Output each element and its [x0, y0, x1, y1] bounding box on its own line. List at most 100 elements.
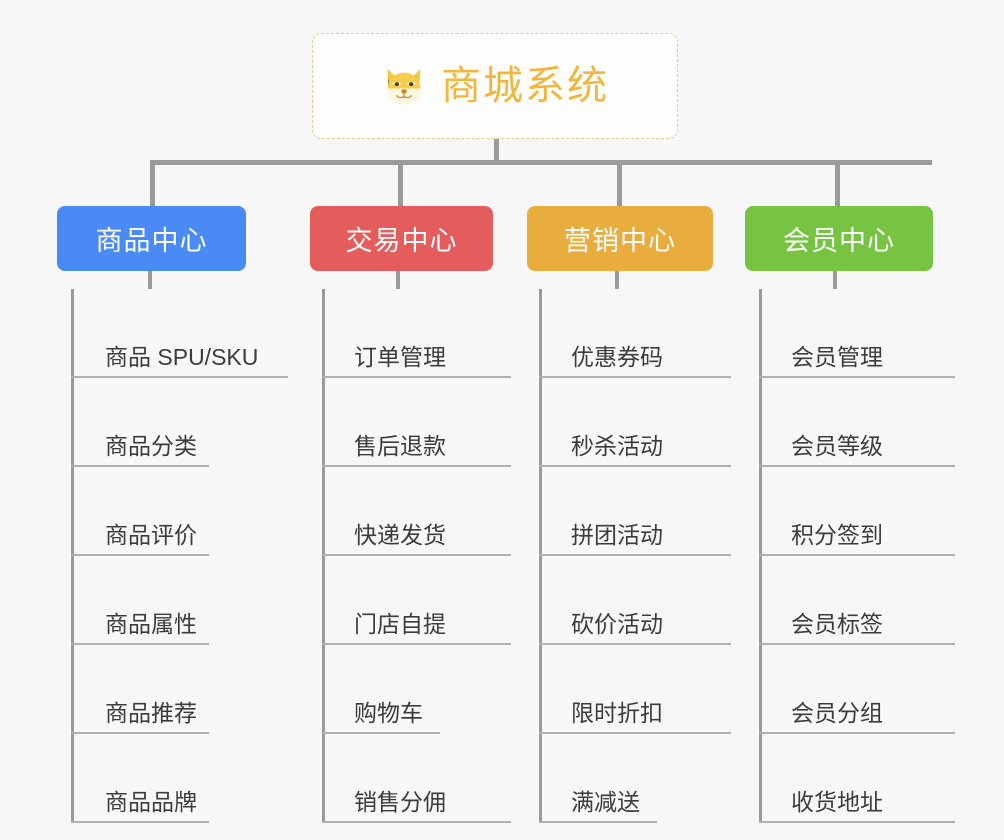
category-stem-transaction: [396, 271, 400, 289]
sub-item-rule: [759, 732, 955, 734]
category-stem-marketing: [615, 271, 619, 289]
list-item[interactable]: 秒杀活动: [527, 378, 731, 467]
list-item[interactable]: 商品 SPU/SKU: [57, 289, 288, 378]
sub-item-label: 商品分类: [105, 433, 197, 459]
list-item[interactable]: 会员分组: [745, 645, 955, 734]
connector-drop-3: [617, 160, 622, 206]
category-title: 商品中心: [95, 226, 208, 256]
sub-item-label: 积分签到: [791, 522, 883, 548]
list-item[interactable]: 满减送: [527, 734, 713, 823]
sub-item-label: 优惠券码: [571, 344, 663, 370]
sub-item-rule: [539, 465, 731, 467]
sub-item-list-marketing: 优惠券码 秒杀活动 拼团活动 砍价活动 限时折扣 满减送: [527, 289, 731, 823]
list-item[interactable]: 砍价活动: [527, 556, 731, 645]
sub-item-rule: [759, 554, 955, 556]
sub-item-rule: [71, 732, 209, 734]
sub-item-rule: [322, 554, 511, 556]
list-item[interactable]: 收货地址: [745, 734, 955, 823]
sub-item-rule: [322, 465, 511, 467]
sub-item-rule: [759, 821, 955, 823]
connector-drop-1: [150, 160, 155, 206]
sub-item-label: 会员标签: [791, 611, 883, 637]
category-column-marketing: 营销中心 优惠券码 秒杀活动 拼团活动 砍价活动 限时折扣: [527, 206, 731, 823]
root-connector-bus: [150, 160, 932, 165]
category-title: 营销中心: [564, 226, 676, 256]
sub-item-rule: [759, 465, 955, 467]
category-title: 会员中心: [783, 226, 895, 256]
list-item[interactable]: 商品品牌: [57, 734, 246, 823]
shiba-dog-face-icon: [381, 64, 427, 110]
sub-item-label: 快递发货: [354, 522, 446, 548]
sub-list-spine: [539, 289, 542, 823]
sub-item-rule: [539, 643, 731, 645]
category-header-member[interactable]: 会员中心: [745, 206, 933, 271]
sub-item-rule: [322, 643, 511, 645]
sub-item-rule: [322, 376, 511, 378]
category-header-product[interactable]: 商品中心: [57, 206, 246, 271]
list-item[interactable]: 售后退款: [310, 378, 511, 467]
sub-item-label: 收货地址: [791, 789, 883, 815]
sub-item-label: 门店自提: [354, 611, 446, 637]
list-item[interactable]: 购物车: [310, 645, 493, 734]
connector-drop-4: [835, 160, 840, 206]
sub-list-spine: [322, 289, 325, 823]
sub-item-list-product: 商品 SPU/SKU 商品分类 商品评价 商品属性 商品推荐 商品品牌: [57, 289, 288, 823]
sub-item-rule: [71, 465, 209, 467]
list-item[interactable]: 快递发货: [310, 467, 511, 556]
list-item[interactable]: 限时折扣: [527, 645, 731, 734]
category-column-member: 会员中心 会员管理 会员等级 积分签到 会员标签 会员分组: [745, 206, 955, 823]
sub-item-list-transaction: 订单管理 售后退款 快递发货 门店自提 购物车 销售分佣: [310, 289, 511, 823]
sub-item-label: 会员分组: [791, 700, 883, 726]
connector-drop-2: [398, 160, 403, 206]
category-column-product: 商品中心 商品 SPU/SKU 商品分类 商品评价 商品属性 商品推荐: [57, 206, 288, 823]
sub-item-label: 秒杀活动: [571, 433, 663, 459]
sub-item-rule: [539, 732, 731, 734]
sub-list-spine: [71, 289, 74, 823]
sub-item-list-member: 会员管理 会员等级 积分签到 会员标签 会员分组 收货地址: [745, 289, 955, 823]
sub-item-rule: [71, 821, 209, 823]
sub-item-label: 商品品牌: [105, 789, 197, 815]
list-item[interactable]: 会员标签: [745, 556, 955, 645]
category-header-marketing[interactable]: 营销中心: [527, 206, 713, 271]
sub-item-label: 商品评价: [105, 522, 197, 548]
sub-item-rule: [539, 376, 731, 378]
sub-item-rule: [539, 821, 657, 823]
list-item[interactable]: 拼团活动: [527, 467, 731, 556]
sub-item-label: 满减送: [571, 789, 640, 815]
list-item[interactable]: 商品属性: [57, 556, 246, 645]
sub-item-label: 会员管理: [791, 344, 883, 370]
sub-item-label: 售后退款: [354, 433, 446, 459]
list-item[interactable]: 积分签到: [745, 467, 955, 556]
category-column-transaction: 交易中心 订单管理 售后退款 快递发货 门店自提 购物车: [310, 206, 511, 823]
root-title: 商城系统: [441, 64, 609, 108]
sub-item-rule: [759, 376, 955, 378]
sub-item-rule: [322, 732, 440, 734]
sub-list-spine: [759, 289, 762, 823]
root-node[interactable]: 商城系统: [312, 33, 678, 139]
category-header-transaction[interactable]: 交易中心: [310, 206, 493, 271]
list-item[interactable]: 订单管理: [310, 289, 511, 378]
sub-item-rule: [71, 643, 209, 645]
sub-item-label: 购物车: [354, 700, 423, 726]
sub-item-label: 砍价活动: [571, 611, 663, 637]
sub-item-rule: [71, 376, 288, 378]
list-item[interactable]: 商品分类: [57, 378, 246, 467]
sub-item-label: 商品推荐: [105, 700, 197, 726]
list-item[interactable]: 会员等级: [745, 378, 955, 467]
sub-item-rule: [322, 821, 511, 823]
sub-item-label: 会员等级: [791, 433, 883, 459]
sub-item-label: 商品属性: [105, 611, 197, 637]
list-item[interactable]: 商品评价: [57, 467, 246, 556]
sub-item-label: 拼团活动: [571, 522, 663, 548]
category-stem-product: [148, 271, 152, 289]
list-item[interactable]: 优惠券码: [527, 289, 731, 378]
list-item[interactable]: 销售分佣: [310, 734, 511, 823]
list-item[interactable]: 门店自提: [310, 556, 511, 645]
list-item[interactable]: 会员管理: [745, 289, 955, 378]
sub-item-rule: [759, 643, 955, 645]
sub-item-rule: [539, 554, 731, 556]
list-item[interactable]: 商品推荐: [57, 645, 246, 734]
category-title: 交易中心: [345, 226, 458, 256]
sub-item-label: 限时折扣: [571, 700, 663, 726]
